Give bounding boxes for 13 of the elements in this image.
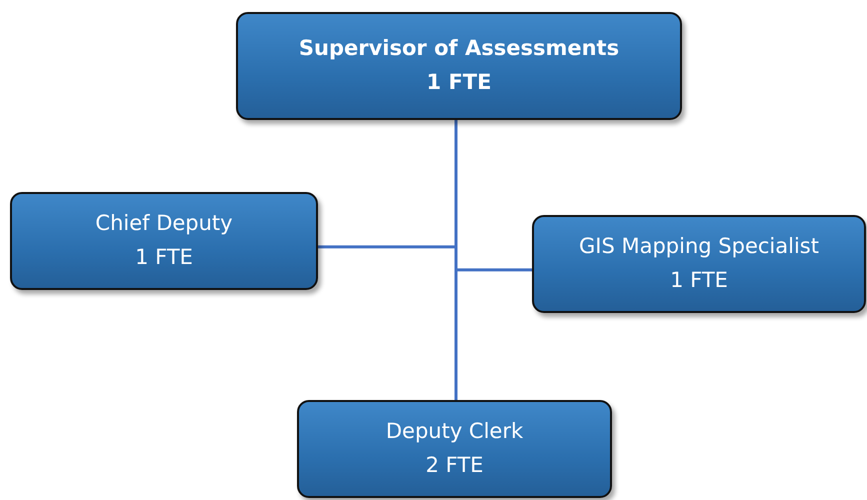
position-title: Chief Deputy <box>95 210 233 238</box>
position-title: GIS Mapping Specialist <box>579 233 819 260</box>
staff-count: 2 FTE <box>426 452 484 479</box>
position-title: Supervisor of Assessments <box>298 35 620 62</box>
connector-line <box>454 120 458 400</box>
staff-count: 1 FTE <box>670 267 728 294</box>
position-box <box>297 400 612 498</box>
position-box <box>532 215 866 313</box>
position-box <box>10 192 318 290</box>
staff-count: 1 FTE <box>135 244 193 271</box>
staff-count: 1 FTE <box>426 69 492 96</box>
position-title: Deputy Clerk <box>386 418 524 446</box>
position-box <box>236 12 682 120</box>
